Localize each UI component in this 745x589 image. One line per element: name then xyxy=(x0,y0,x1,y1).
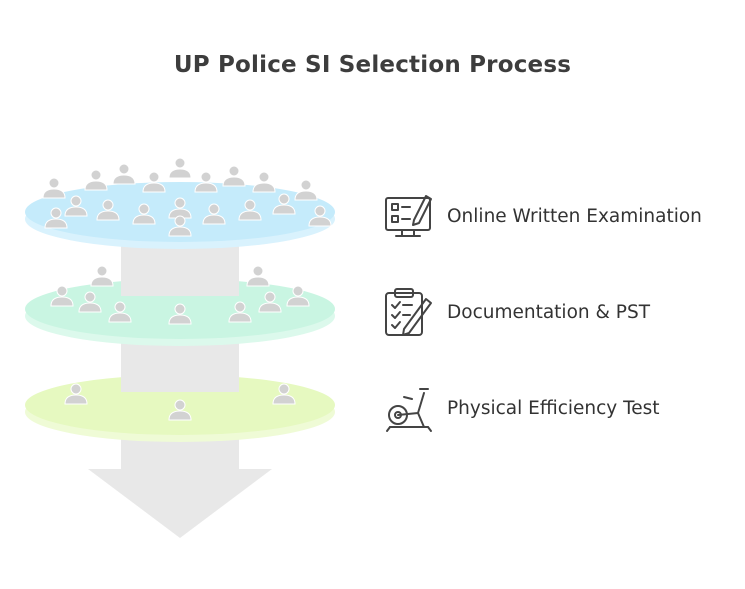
person-icon xyxy=(168,399,192,421)
down-arrow xyxy=(88,469,272,538)
person-icon xyxy=(168,303,192,325)
person-icon xyxy=(272,193,296,215)
person-icon xyxy=(84,169,108,191)
person-icon xyxy=(64,383,88,405)
diagram-title: UP Police SI Selection Process xyxy=(173,52,572,78)
person-icon xyxy=(252,171,276,193)
computer-exam-icon xyxy=(385,195,432,237)
person-icon xyxy=(168,157,192,179)
person-icon xyxy=(132,203,156,225)
layer-online-written-examination xyxy=(25,157,335,249)
person-icon xyxy=(112,163,136,185)
person-icon xyxy=(294,179,318,201)
stage-label-online-written-examination: Online Written Examination xyxy=(447,206,702,227)
person-icon xyxy=(142,171,166,193)
person-icon xyxy=(238,199,262,221)
layer-documentation-pst xyxy=(25,265,335,346)
person-icon xyxy=(272,383,296,405)
stage-label-physical-efficiency-test: Physical Efficiency Test xyxy=(447,398,660,419)
clipboard-checklist-icon xyxy=(385,288,432,336)
layer-physical-efficiency-test xyxy=(25,375,335,442)
person-icon xyxy=(50,285,74,307)
person-icon xyxy=(308,205,332,227)
person-icon xyxy=(246,265,270,287)
person-icon xyxy=(168,197,192,219)
person-icon xyxy=(96,199,120,221)
person-icon xyxy=(64,195,88,217)
person-icon xyxy=(194,171,218,193)
person-icon xyxy=(90,265,114,287)
person-icon xyxy=(258,291,282,313)
person-icon xyxy=(228,301,252,323)
person-icon xyxy=(286,285,310,307)
person-icon xyxy=(168,215,192,237)
stage-label-documentation-pst: Documentation & PST xyxy=(447,302,651,323)
person-icon xyxy=(42,177,66,199)
person-icon xyxy=(108,301,132,323)
person-icon xyxy=(44,207,68,229)
person-icon xyxy=(202,203,226,225)
person-icon xyxy=(78,291,102,313)
person-icon xyxy=(222,165,246,187)
exercise-bike-icon xyxy=(386,388,432,432)
